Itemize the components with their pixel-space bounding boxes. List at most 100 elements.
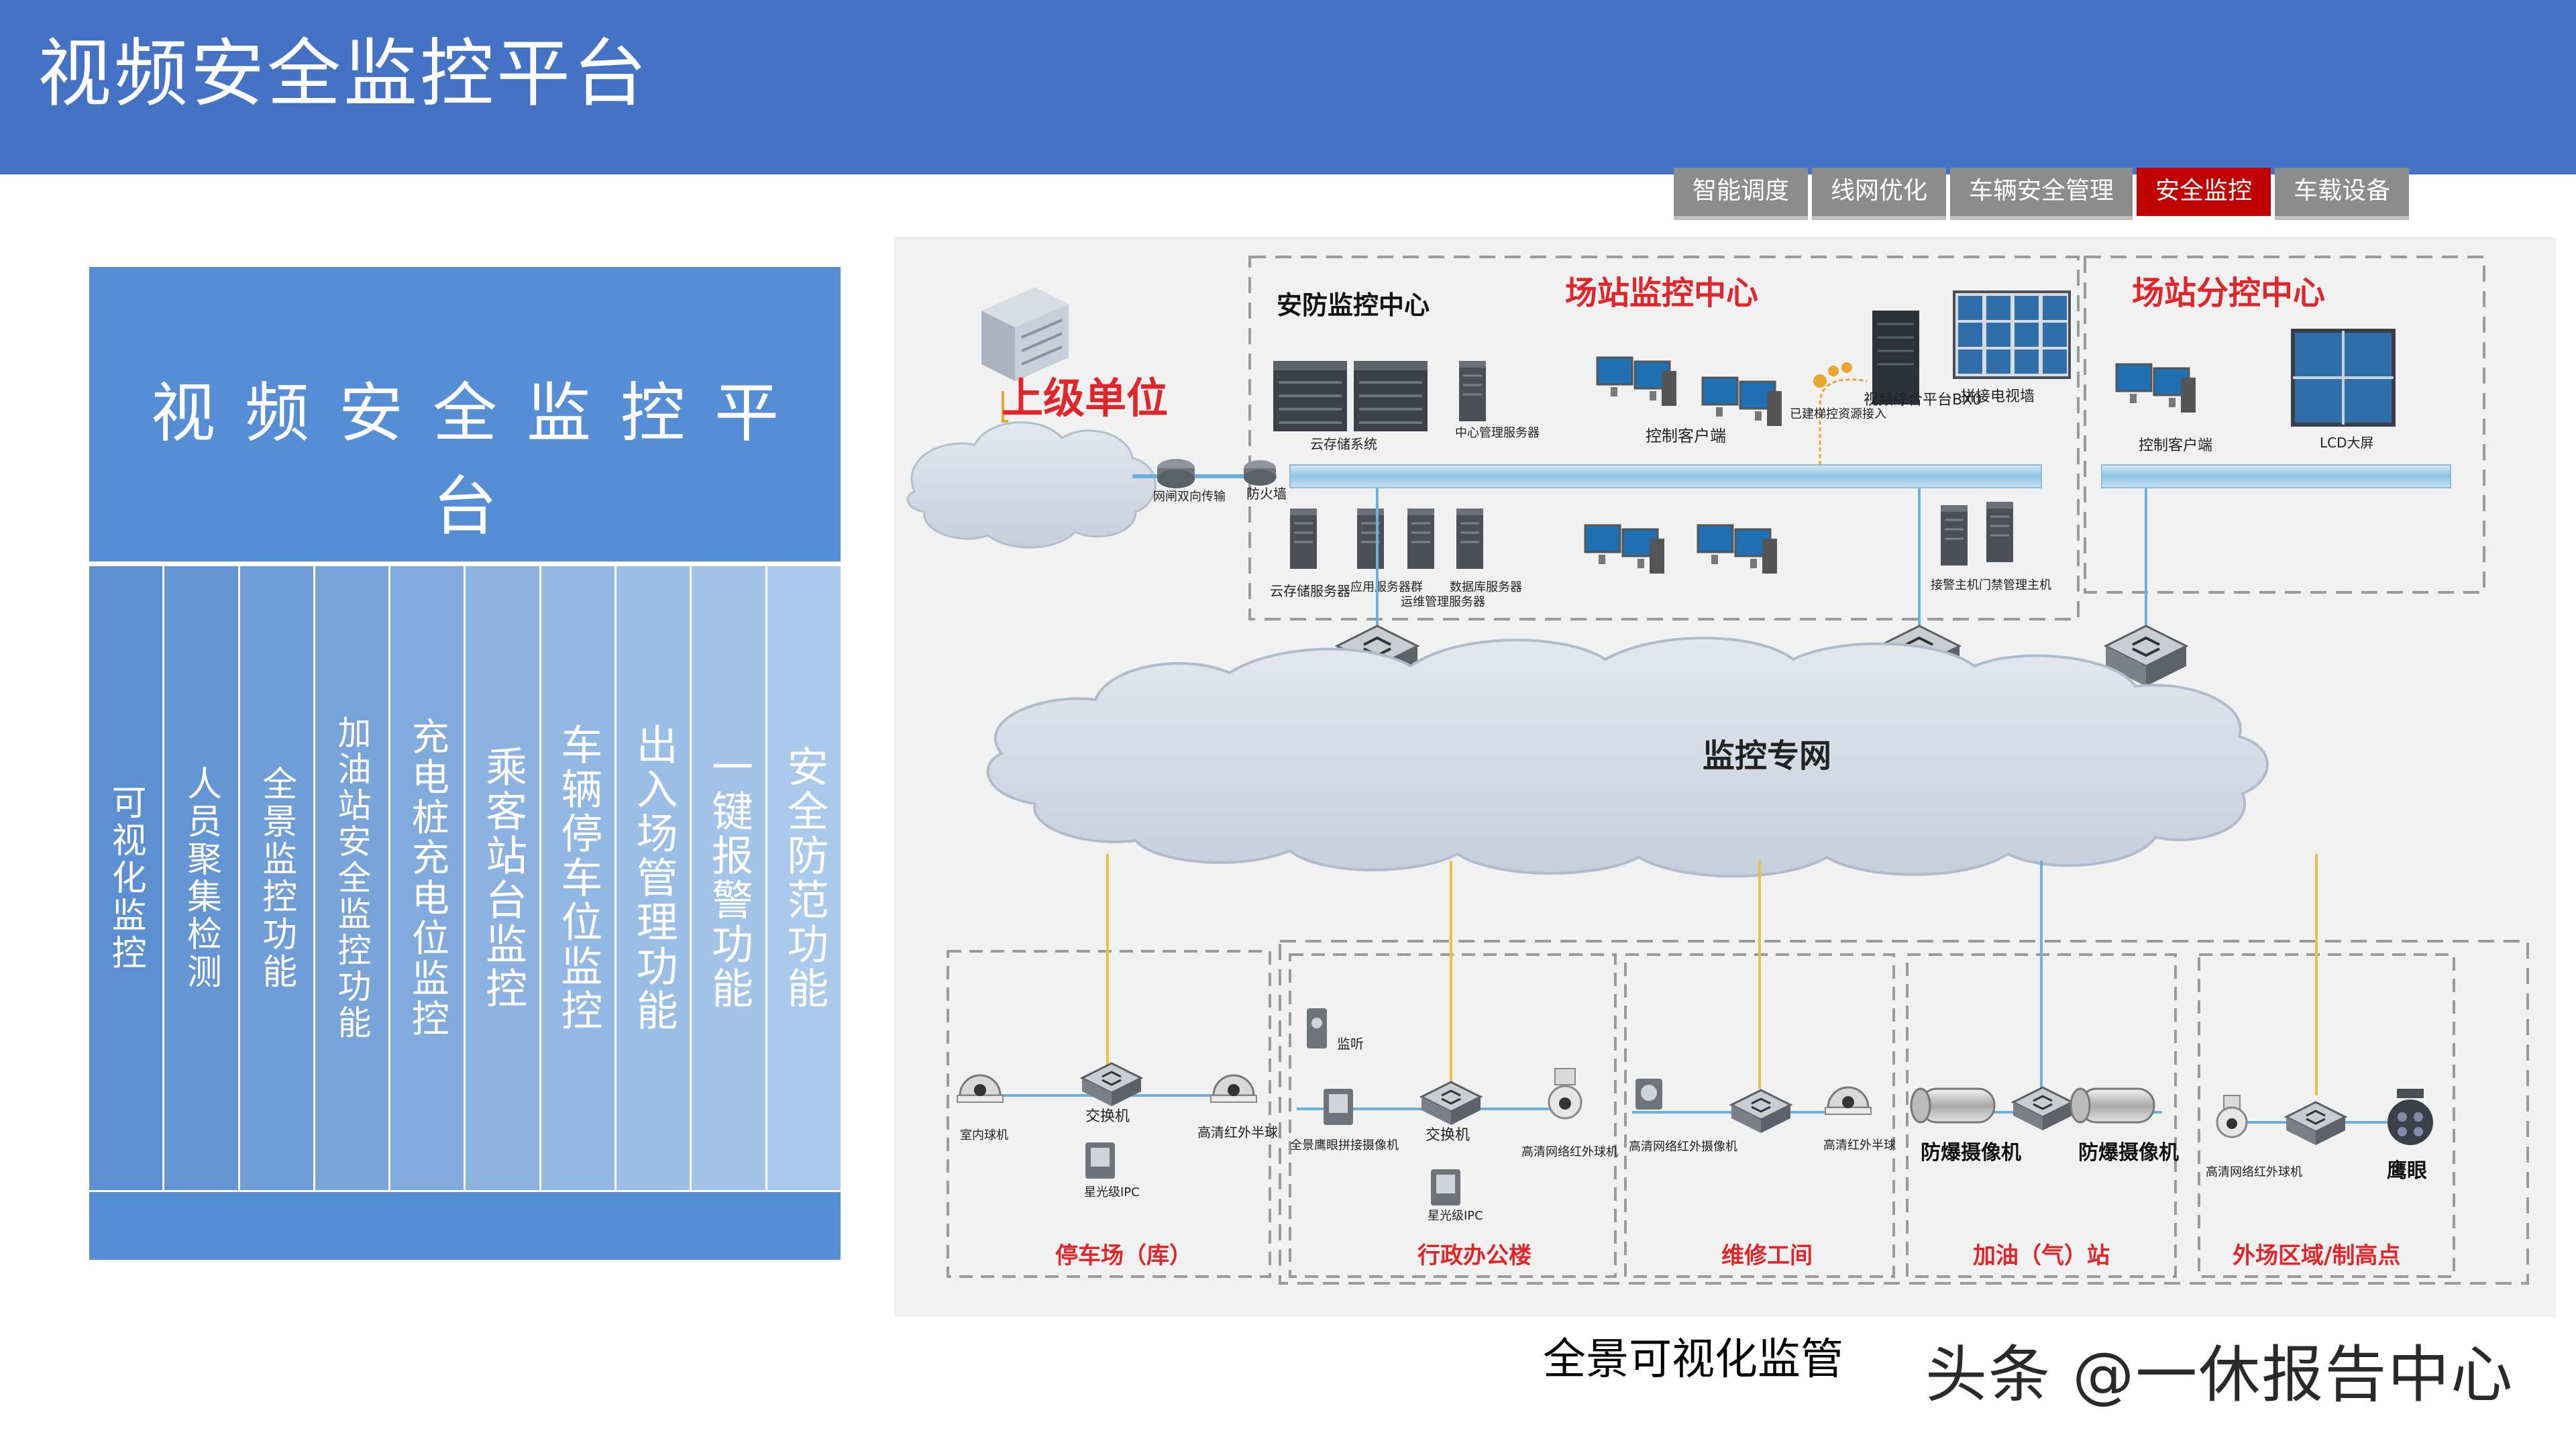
ops-server-icon (1406, 507, 1436, 570)
gateway-icon (1157, 459, 1195, 488)
parking-area-label: 停车场（库） (1055, 1242, 1192, 1269)
storage-server-icon (1289, 507, 1318, 570)
central-server-icon (1458, 360, 1487, 423)
cloud-storage-system-label: 云存储系统 (1310, 436, 1377, 452)
feature-column: 车辆停车位监控 (541, 566, 617, 1190)
listen-label: 监听 (1337, 1036, 1364, 1052)
tab-bar: 智能调度 线网优化 车辆安全管理 安全监控 车载设备 (1674, 168, 2410, 220)
office-ipc-icon (1431, 1169, 1460, 1205)
video-platform-icon (1872, 311, 1919, 405)
branch-box (2084, 256, 2485, 594)
superior-label: 上级单位 (1002, 374, 1168, 423)
app-server-label: 应用服务器群 (1350, 580, 1423, 594)
superior-cloud (906, 421, 1157, 549)
lcd-wall-icon (2291, 329, 2396, 427)
access-hosts-label: 接警主机门禁管理主机 (1931, 578, 2051, 592)
feature-label: 人员聚集检测 (180, 765, 221, 991)
office-area-label: 行政办公楼 (1417, 1242, 1532, 1269)
hd-ir-ball-label: 高清网络红外球机 (1521, 1145, 1618, 1159)
feature-label: 充电桩充电位监控 (405, 717, 449, 1039)
net-ir-ball-label: 高清网络红外球机 (2206, 1165, 2302, 1179)
firewall-icon (1244, 460, 1276, 486)
listen-icon (1307, 1008, 1327, 1049)
repair-area-label: 维修工间 (1721, 1242, 1813, 1269)
building-icon (981, 287, 1069, 381)
outfield-box (2198, 953, 2455, 1278)
feature-columns: 可视化监控 人员聚集检测 全景监控功能 加油站安全监控功能 充电桩充电位监控 乘… (89, 566, 841, 1190)
hd-ir-dome-label: 高清红外半球 (1197, 1124, 1278, 1140)
center-backbone (1289, 464, 2042, 488)
security-center-label: 安防监控中心 (1277, 290, 1430, 320)
cloud-storage-rack-icon (1272, 360, 1348, 433)
tab-onboard-equipment[interactable]: 车载设备 (2275, 168, 2410, 220)
feature-label: 一键报警功能 (704, 745, 754, 1011)
center-box (1248, 256, 2080, 621)
tab-vehicle-safety[interactable]: 车辆安全管理 (1950, 168, 2133, 220)
indoor-dome-label: 室内球机 (960, 1128, 1008, 1142)
feature-label: 全景监控功能 (256, 765, 297, 991)
panel-header: 视频安全监控平台 (89, 267, 841, 564)
field-box (1279, 940, 2529, 1285)
diagram-caption: 全景可视化监管 (1543, 1335, 1843, 1385)
resource-access-icon (1813, 362, 1852, 388)
office-switch-label: 交换机 (1426, 1127, 1470, 1144)
feature-column: 加油站安全监控功能 (315, 566, 391, 1190)
watermark: 头条 @一休报告中心 (1925, 1339, 2514, 1411)
network-cloud (986, 637, 2269, 878)
superior-link (1002, 391, 1008, 423)
hd-ir-cam-icon (1635, 1079, 1662, 1110)
feature-label: 车辆停车位监控 (553, 723, 603, 1033)
header-bar: 视频安全监控平台 (0, 0, 2576, 174)
feature-column: 可视化监控 (89, 566, 165, 1190)
tab-safety-monitoring[interactable]: 安全监控 (2137, 168, 2271, 220)
network-label: 监控专网 (1703, 737, 1831, 775)
office-box (1289, 953, 1617, 1278)
cloud-storage-rack-icon (1352, 360, 1429, 433)
resource-link (1819, 378, 1868, 465)
control-client-label: 控制客户端 (1646, 427, 1726, 445)
central-server-text: 中心管理服务器 (1455, 426, 1540, 440)
access-host-icon (1985, 500, 2015, 564)
gateway-text: 网闸双向传输 (1153, 490, 1226, 504)
eagle-eye-label: 鹰眼 (2387, 1159, 2427, 1183)
explosion-cam-icon (1910, 1087, 1996, 1124)
feature-column: 出入场管理功能 (616, 566, 692, 1190)
feature-column: 安全防范功能 (767, 566, 841, 1190)
feature-column: 一键报警功能 (692, 566, 767, 1190)
app-server-icon (1356, 507, 1385, 570)
tv-wall-icon (1953, 290, 2071, 379)
tab-smart-dispatch[interactable]: 智能调度 (1674, 168, 1809, 220)
lcd-label: LCD大屏 (2320, 435, 2374, 451)
gateway-label: 网闸双向传输 (1153, 490, 1226, 504)
resource-access-label: 已建梯控资源接入 (1790, 407, 1886, 421)
explosion-cam-2-label: 防爆摄像机 (2078, 1141, 2179, 1165)
panorama-cam-icon (1324, 1089, 1353, 1125)
alarm-host-icon (1939, 504, 1969, 567)
starlight-ipc-label: 星光级IPC (1084, 1185, 1140, 1199)
office-ipc-label: 星光级IPC (1428, 1209, 1483, 1223)
panorama-cam-label: 全景鹰眼拼接摄像机 (1290, 1138, 1399, 1152)
hd-ir-cam-label: 高清网络红外摄像机 (1629, 1140, 1737, 1154)
panel-footer (89, 1190, 841, 1260)
eagle-eye-icon (2387, 1089, 2433, 1145)
tab-network-optimization[interactable]: 线网优化 (1812, 168, 1947, 220)
parking-switch-label: 交换机 (1085, 1108, 1130, 1125)
starlight-ipc-icon (1085, 1142, 1115, 1179)
feature-label: 加油站安全监控功能 (332, 715, 372, 1041)
feature-label: 可视化监控 (105, 784, 146, 972)
storage-server-label: 云存储服务器 (1270, 583, 1350, 599)
outfield-area-label: 外场区域/制高点 (2233, 1242, 2400, 1269)
explosion-cam-icon (2070, 1087, 2155, 1124)
platform-panel: 视频安全监控平台 可视化监控 人员聚集检测 全景监控功能 加油站安全监控功能 充… (89, 267, 841, 1260)
ops-server-label: 运维管理服务器 (1401, 595, 1485, 609)
branch-backbone (2101, 464, 2451, 488)
db-server-icon (1455, 507, 1485, 570)
feature-column: 人员聚集检测 (164, 566, 240, 1190)
architecture-diagram: 上级单位 网闸双向传输 防火墙 安防监控中心 云存储系统 中心管理服务器 (894, 237, 2556, 1317)
page-title: 视频安全监控平台 (38, 31, 649, 117)
net-ir-ball-icon (2216, 1095, 2248, 1138)
feature-column: 全景监控功能 (239, 566, 315, 1190)
panel-title: 视频安全监控平台 (151, 376, 808, 544)
hd-ir-ball-icon (1548, 1068, 1582, 1120)
feature-label: 乘客站台监控 (478, 745, 528, 1011)
